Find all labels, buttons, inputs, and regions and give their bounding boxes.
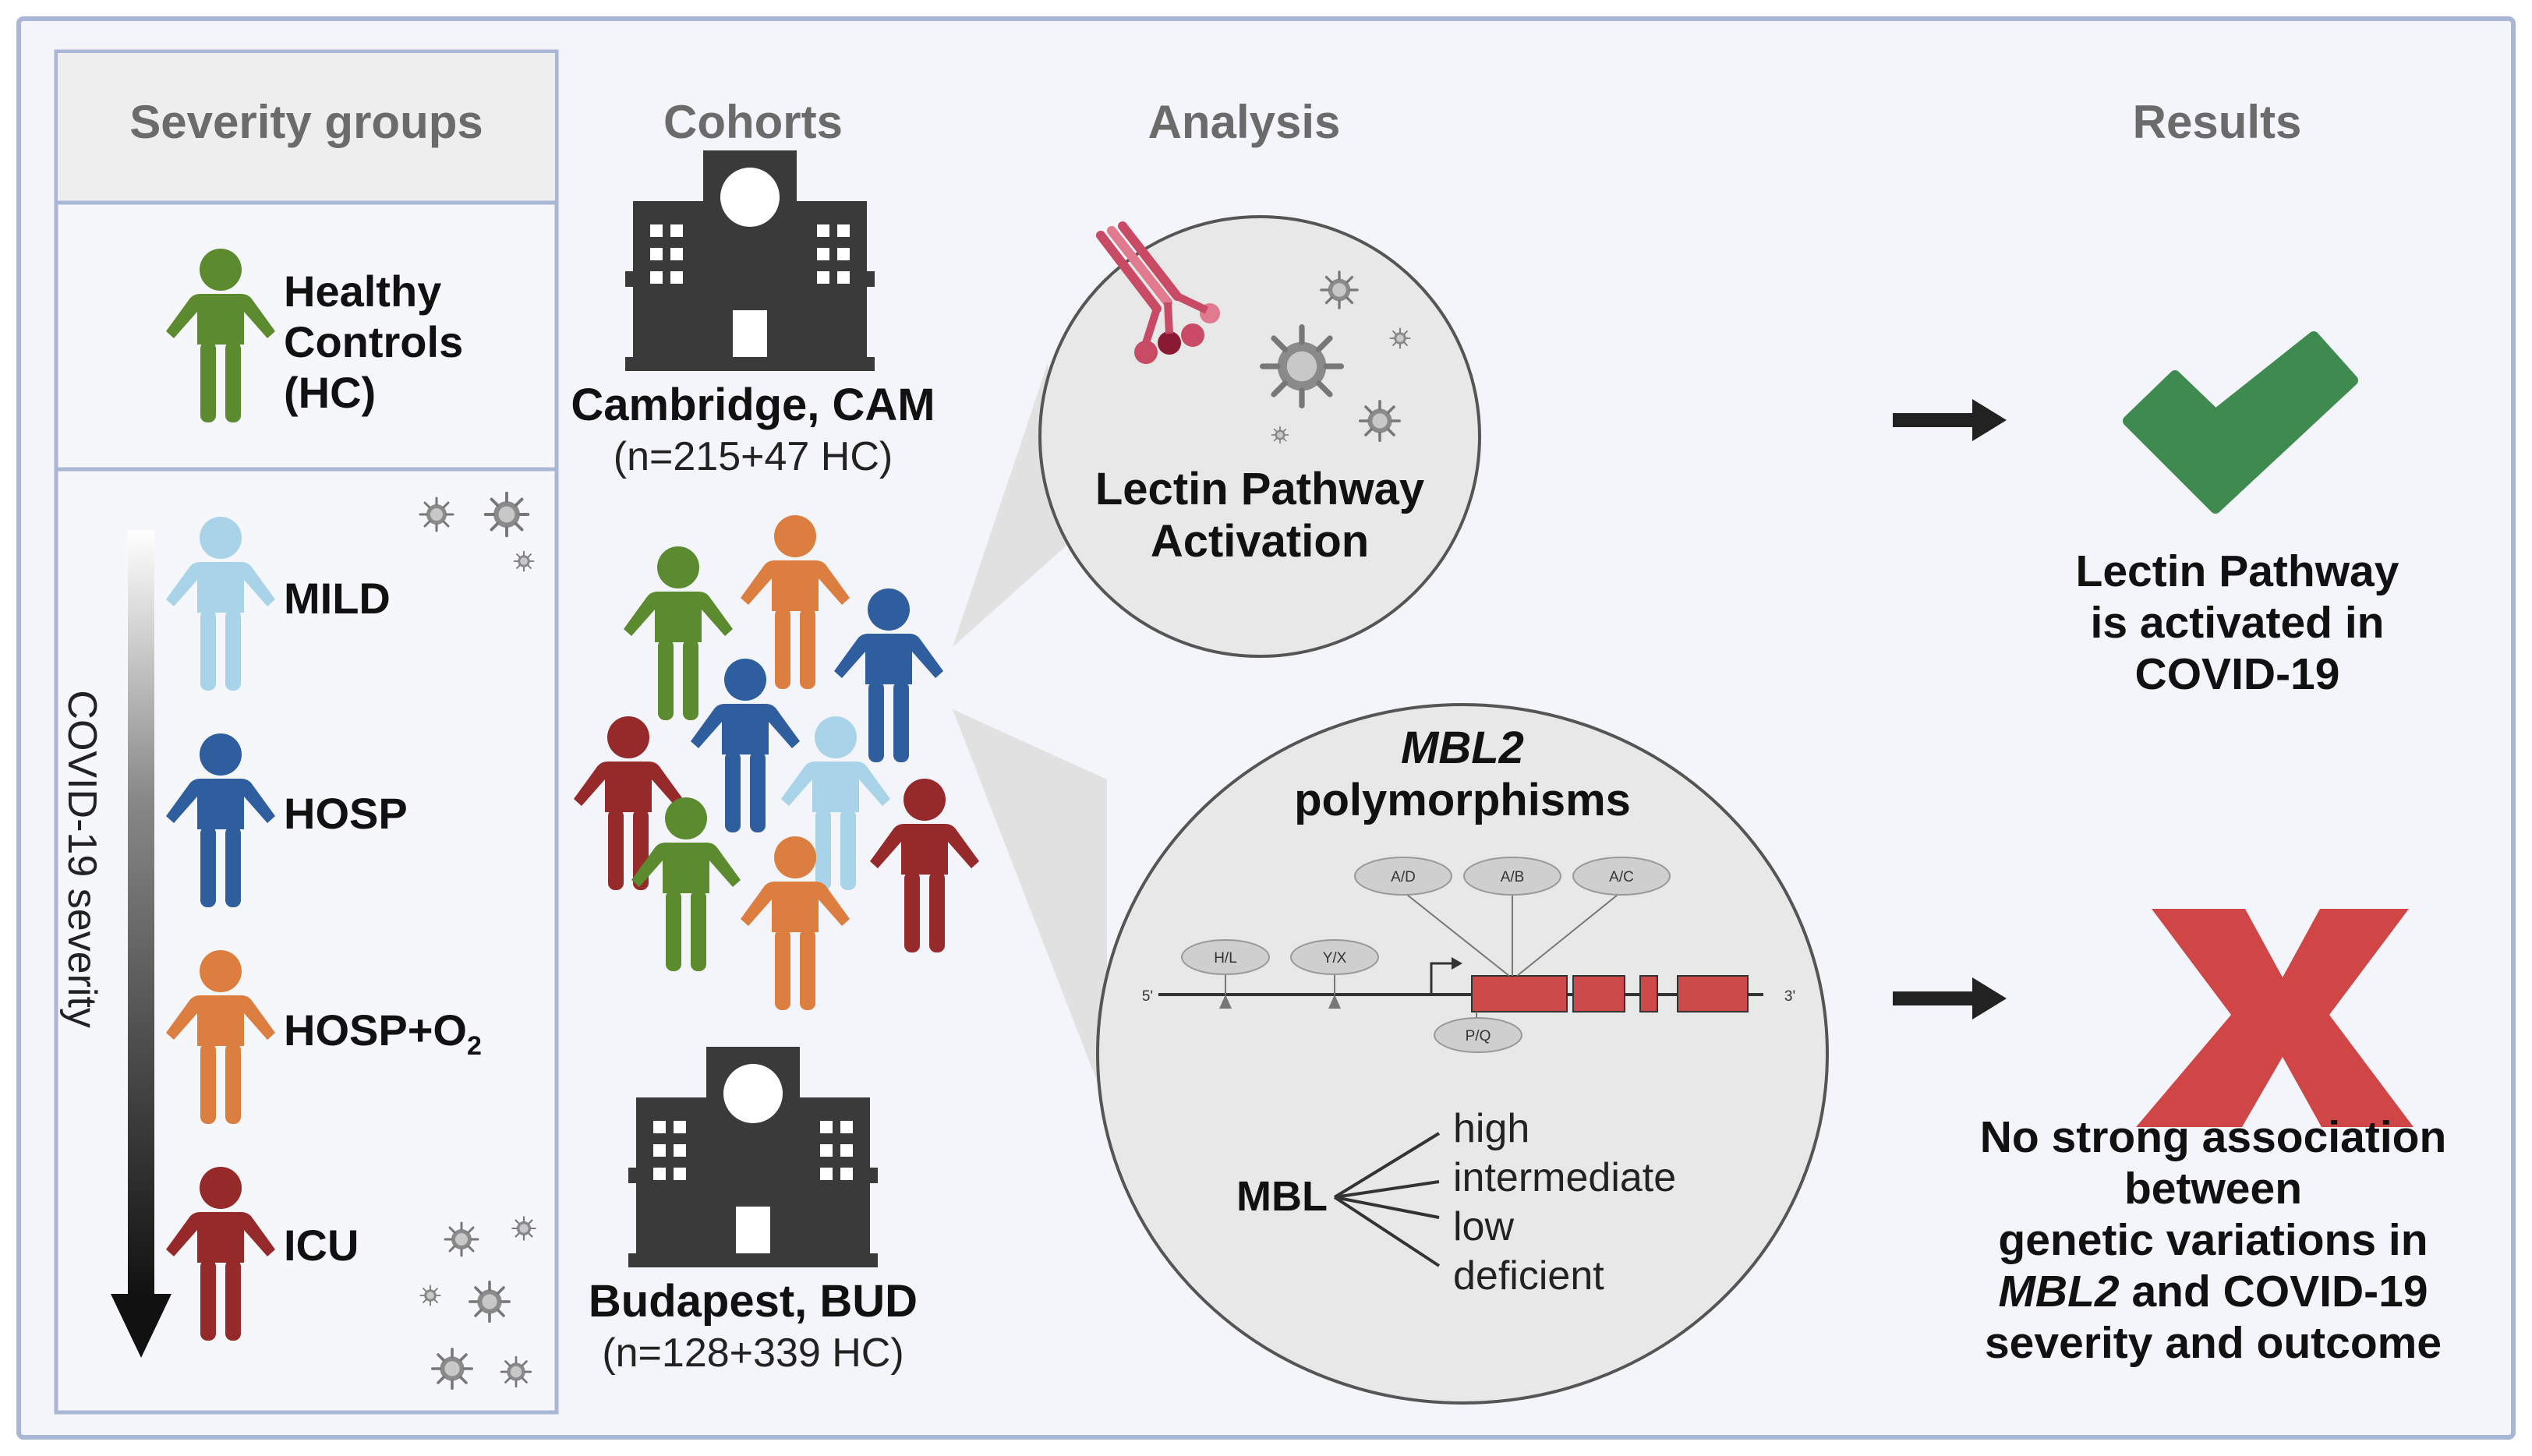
severity-arrow-shaft	[128, 530, 154, 1299]
hosp-o2-label: HOSP+O2	[284, 1005, 482, 1062]
positive-result-line: COVID-19	[2134, 649, 2340, 700]
arrow-to-negative-result	[1893, 977, 2007, 1020]
cohort-budapest-name: Budapest, BUD	[588, 1276, 918, 1327]
mbl2-italic: MBL2	[1998, 1267, 2120, 1317]
virus-icon	[468, 1281, 511, 1323]
variant-label: A/C	[1609, 869, 1634, 885]
cohort-cambridge-name: Cambridge, CAM	[571, 380, 935, 430]
covid-severity-axis-label: COVID-19 severity	[59, 690, 105, 1028]
severity-groups-heading: Severity groups	[129, 96, 483, 148]
healthy-label-line: Healthy	[284, 267, 442, 316]
cohort-cambridge-count: (n=215+47 HC)	[613, 434, 893, 479]
virus-icon	[430, 1348, 474, 1390]
mbl2-caption: polymorphisms	[1294, 775, 1631, 826]
cross-icon	[2136, 909, 2414, 1127]
virus-icon	[513, 550, 535, 572]
lectin-pathway-label: Lectin Pathway Activation	[1065, 463, 1455, 568]
severity-arrow-head	[111, 1294, 172, 1358]
severity-panel-header-bg	[58, 53, 555, 201]
mbl-level-intermediate: intermediate	[1453, 1155, 1677, 1200]
positive-result-line: Lectin Pathway	[2075, 546, 2399, 596]
results-heading: Results	[2132, 96, 2302, 148]
negative-result-line: severity and outcome	[1984, 1318, 2442, 1369]
mbl-level-low: low	[1453, 1204, 1515, 1249]
zoom-cone-lectin	[953, 363, 1066, 647]
hosp-o2-subscript: 2	[466, 1031, 482, 1062]
virus-icon	[1359, 399, 1401, 443]
cohort-budapest-count: (n=128+339 HC)	[602, 1331, 904, 1376]
sars-cov-2-virus-icon	[1263, 327, 1342, 406]
virus-icon	[419, 1285, 441, 1306]
virus-icon	[483, 491, 530, 538]
negative-result-line: between	[2124, 1164, 2303, 1214]
variant-label: P/Q	[1466, 1028, 1491, 1044]
mbl-level-fan	[1333, 1132, 1441, 1267]
strand-3-label: 3'	[1784, 988, 1795, 1005]
healthy-controls-label: Healthy Controls (HC)	[284, 267, 463, 419]
analysis-heading: Analysis	[1148, 96, 1341, 148]
positive-result-text: Lectin Pathway is activated in COVID-19	[1964, 546, 2510, 700]
mbl-level-deficient: deficient	[1453, 1253, 1604, 1299]
virus-icon	[1389, 327, 1411, 349]
variant-label: Y/X	[1323, 950, 1347, 967]
mbl-level-high: high	[1453, 1106, 1530, 1151]
mild-label: MILD	[284, 574, 391, 623]
variant-label: A/B	[1501, 869, 1525, 885]
healthy-label-line: Controls	[284, 316, 464, 366]
hosp-o2-label-text: HOSP+O	[284, 1005, 467, 1055]
virus-icon	[419, 497, 454, 532]
lectin-circle	[1038, 215, 1481, 658]
negative-result-line: MBL2 and COVID-19	[1921, 1266, 2505, 1317]
virus-icon	[500, 1355, 532, 1388]
negative-result-line: No strong association	[1979, 1112, 2447, 1162]
mbl2-gene-diagram: A/D A/B A/C H/L Y/X P/Q 5' 3'	[1142, 857, 1795, 1053]
lectin-line: Activation	[1150, 516, 1370, 567]
outer-frame	[16, 16, 2516, 1440]
virus-icon	[1320, 270, 1359, 309]
hosp-label: HOSP	[284, 789, 408, 838]
icu-label: ICU	[284, 1221, 359, 1270]
negative-result-text: No strong association between genetic va…	[1921, 1111, 2505, 1369]
mbl2-polymorphisms-label: MBL2 polymorphisms	[1268, 722, 1657, 827]
healthy-label-line: (HC)	[284, 367, 377, 417]
negative-result-line: genetic variations in	[1998, 1215, 2428, 1266]
cohorts-heading: Cohorts	[663, 96, 843, 148]
lectin-line: Lectin Pathway	[1094, 464, 1425, 514]
mbl-molecule-icon	[1096, 221, 1220, 364]
arrow-to-positive-result	[1893, 399, 2007, 441]
strand-5-label: 5'	[1142, 988, 1153, 1005]
virus-icon	[511, 1216, 536, 1241]
negative-line4-rest: and COVID-19	[2119, 1267, 2428, 1317]
check-icon	[2123, 331, 2358, 514]
variant-label: H/L	[1214, 950, 1237, 967]
mbl-label: MBL	[1236, 1173, 1328, 1220]
virus-icon	[1271, 426, 1289, 444]
variant-label: A/D	[1391, 869, 1416, 885]
positive-result-line: is activated in	[2090, 598, 2385, 648]
mbl2-gene-name: MBL2	[1401, 723, 1524, 773]
zoom-cone-mbl2	[953, 709, 1107, 1107]
virus-icon	[444, 1221, 479, 1257]
